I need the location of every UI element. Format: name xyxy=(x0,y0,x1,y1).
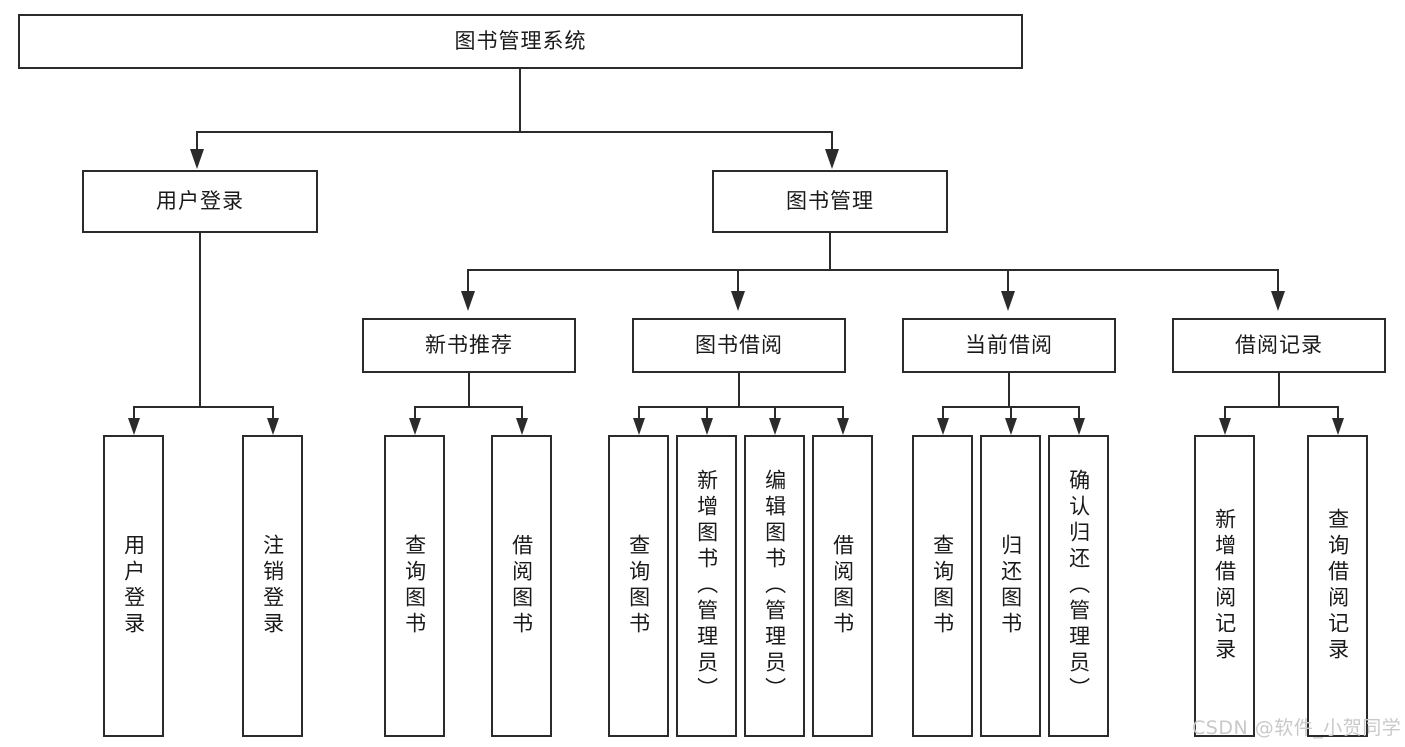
node-label: 查询图书 xyxy=(930,534,955,638)
node-label: 图书管理系统 xyxy=(454,28,587,53)
node-label: 借阅记录 xyxy=(1235,332,1323,357)
arrow-to-leaf-return-book xyxy=(1005,418,1017,435)
arrow-to-leaf-add-book xyxy=(701,418,713,435)
node-user-login[interactable]: 用户登录 xyxy=(82,170,318,233)
connector-drop-current-borrow xyxy=(1007,269,1009,291)
node-label: 用户登录 xyxy=(121,534,146,638)
node-label: 确认归还（管理员） xyxy=(1066,469,1091,703)
node-label: 编辑图书（管理员） xyxy=(762,469,787,703)
node-label: 新书推荐 xyxy=(425,332,513,357)
connector-drop-leaf-borrow-book-1 xyxy=(521,406,523,418)
node-label: 归还图书 xyxy=(998,534,1023,638)
arrow-to-leaf-edit-book xyxy=(769,418,781,435)
node-leaf-query-book-3[interactable]: 查询图书 xyxy=(912,435,973,737)
connector-drop-leaf-borrow-book-2 xyxy=(842,406,844,418)
node-book-borrow[interactable]: 图书借阅 xyxy=(632,318,846,373)
connector-drop-book-borrow xyxy=(737,269,739,291)
node-leaf-borrow-book-2[interactable]: 借阅图书 xyxy=(812,435,873,737)
node-leaf-user-login[interactable]: 用户登录 xyxy=(103,435,164,737)
connector-new-book-recommend-bar xyxy=(414,406,522,408)
node-leaf-query-book-2[interactable]: 查询图书 xyxy=(608,435,669,737)
arrow-to-leaf-borrow-book-2 xyxy=(837,418,849,435)
node-label: 查询图书 xyxy=(626,534,651,638)
arrow-to-leaf-query-record xyxy=(1332,418,1344,435)
connector-drop-user-login xyxy=(196,131,198,149)
node-label: 当前借阅 xyxy=(965,332,1053,357)
connector-drop-leaf-confirm-return xyxy=(1078,406,1080,418)
arrow-to-book-borrow xyxy=(731,291,745,311)
node-label: 用户登录 xyxy=(156,188,244,213)
node-label: 查询图书 xyxy=(402,534,427,638)
arrow-to-book-management xyxy=(825,149,839,169)
node-book-management[interactable]: 图书管理 xyxy=(712,170,948,233)
connector-user-login-stem xyxy=(199,233,201,407)
node-leaf-add-book[interactable]: 新增图书（管理员） xyxy=(676,435,737,737)
node-label: 新增图书（管理员） xyxy=(694,469,719,703)
node-new-book-recommend[interactable]: 新书推荐 xyxy=(362,318,576,373)
arrow-to-new-book-recommend xyxy=(461,291,475,311)
arrow-to-leaf-confirm-return xyxy=(1073,418,1085,435)
node-leaf-edit-book[interactable]: 编辑图书（管理员） xyxy=(744,435,805,737)
connector-drop-leaf-query-book-2 xyxy=(638,406,640,418)
arrow-to-leaf-user-logout xyxy=(267,418,279,435)
connector-drop-leaf-add-book xyxy=(706,406,708,418)
node-leaf-user-logout[interactable]: 注销登录 xyxy=(242,435,303,737)
node-leaf-return-book[interactable]: 归还图书 xyxy=(980,435,1041,737)
connector-root-stem xyxy=(519,69,521,132)
connector-book-management-stem xyxy=(829,233,831,270)
node-leaf-borrow-book-1[interactable]: 借阅图书 xyxy=(491,435,552,737)
connector-drop-leaf-user-login xyxy=(133,406,135,418)
arrow-to-borrow-record xyxy=(1271,291,1285,311)
connector-drop-leaf-add-record xyxy=(1224,406,1226,418)
connector-book-borrow-stem xyxy=(738,373,740,407)
node-book-management-system[interactable]: 图书管理系统 xyxy=(18,14,1023,69)
node-borrow-record[interactable]: 借阅记录 xyxy=(1172,318,1386,373)
connector-new-book-recommend-stem xyxy=(468,373,470,407)
arrow-to-leaf-user-login xyxy=(128,418,140,435)
connector-root-bar xyxy=(196,131,833,133)
connector-drop-new-book-recommend xyxy=(467,269,469,291)
node-current-borrow[interactable]: 当前借阅 xyxy=(902,318,1116,373)
arrow-to-leaf-query-book-2 xyxy=(633,418,645,435)
node-label: 图书管理 xyxy=(786,188,874,213)
connector-current-borrow-stem xyxy=(1008,373,1010,407)
connector-drop-borrow-record xyxy=(1277,269,1279,291)
connector-drop-leaf-query-book-3 xyxy=(942,406,944,418)
node-leaf-query-book-1[interactable]: 查询图书 xyxy=(384,435,445,737)
arrow-to-leaf-borrow-book-1 xyxy=(516,418,528,435)
node-leaf-add-record[interactable]: 新增借阅记录 xyxy=(1194,435,1255,737)
connector-drop-leaf-edit-book xyxy=(774,406,776,418)
node-label: 借阅图书 xyxy=(830,534,855,638)
arrow-to-user-login xyxy=(190,149,204,169)
node-label: 新增借阅记录 xyxy=(1212,508,1237,664)
connector-drop-book-management xyxy=(831,131,833,149)
arrow-to-leaf-add-record xyxy=(1219,418,1231,435)
connector-drop-leaf-query-record xyxy=(1337,406,1339,418)
connector-borrow-record-bar xyxy=(1224,406,1338,408)
connector-drop-leaf-query-book-1 xyxy=(414,406,416,418)
arrow-to-current-borrow xyxy=(1001,291,1015,311)
arrow-to-leaf-query-book-3 xyxy=(937,418,949,435)
connector-book-borrow-bar xyxy=(638,406,843,408)
node-label: 查询借阅记录 xyxy=(1325,508,1350,664)
connector-drop-leaf-return-book xyxy=(1010,406,1012,418)
arrow-to-leaf-query-book-1 xyxy=(409,418,421,435)
connector-drop-leaf-user-logout xyxy=(272,406,274,418)
connector-user-login-bar xyxy=(133,406,273,408)
node-label: 注销登录 xyxy=(260,534,285,638)
node-leaf-query-record[interactable]: 查询借阅记录 xyxy=(1307,435,1368,737)
connector-level3-bar xyxy=(467,269,1278,271)
node-label: 借阅图书 xyxy=(509,534,534,638)
node-leaf-confirm-return[interactable]: 确认归还（管理员） xyxy=(1048,435,1109,737)
connector-borrow-record-stem xyxy=(1278,373,1280,407)
node-label: 图书借阅 xyxy=(695,332,783,357)
